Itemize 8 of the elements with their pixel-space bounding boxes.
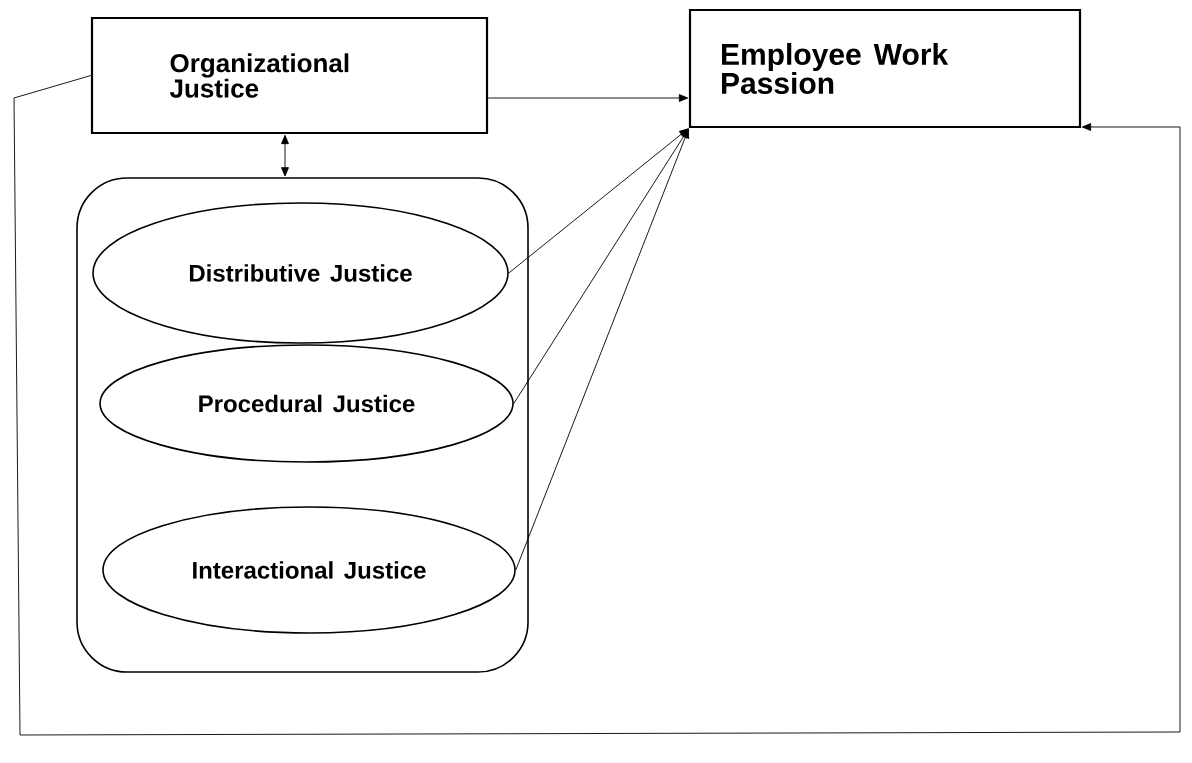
dimension-group-box: [76, 177, 529, 673]
feedback-arrow: [13, 75, 1181, 736]
double-arrow: [281, 134, 289, 177]
arrow: [515, 128, 690, 571]
concept-box: Organizational Justice: [90, 16, 489, 135]
arrow: [508, 128, 689, 274]
arrow: [487, 94, 689, 102]
concept-box: Employee Work Passion: [688, 8, 1082, 129]
